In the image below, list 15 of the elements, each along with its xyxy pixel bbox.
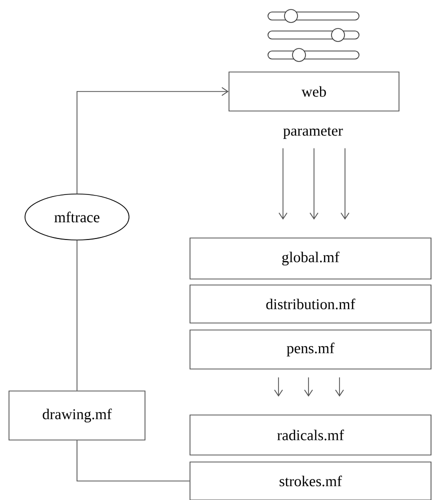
arrow <box>335 377 344 397</box>
arrow <box>304 377 313 397</box>
file-box: pens.mf <box>190 330 432 370</box>
arrow <box>76 87 229 194</box>
arrow <box>274 377 283 397</box>
file-box: global.mf <box>190 238 432 280</box>
arrow <box>340 148 350 220</box>
file-box: strokes.mf <box>190 462 432 500</box>
file-box: drawing.mf <box>8 390 146 440</box>
arrow <box>310 148 318 220</box>
file-box: radicals.mf <box>190 414 432 456</box>
process-box: web <box>228 72 400 112</box>
arrow <box>278 148 288 220</box>
file-box: distribution.mf <box>190 284 432 324</box>
parameter-text: parameter <box>283 127 343 139</box>
